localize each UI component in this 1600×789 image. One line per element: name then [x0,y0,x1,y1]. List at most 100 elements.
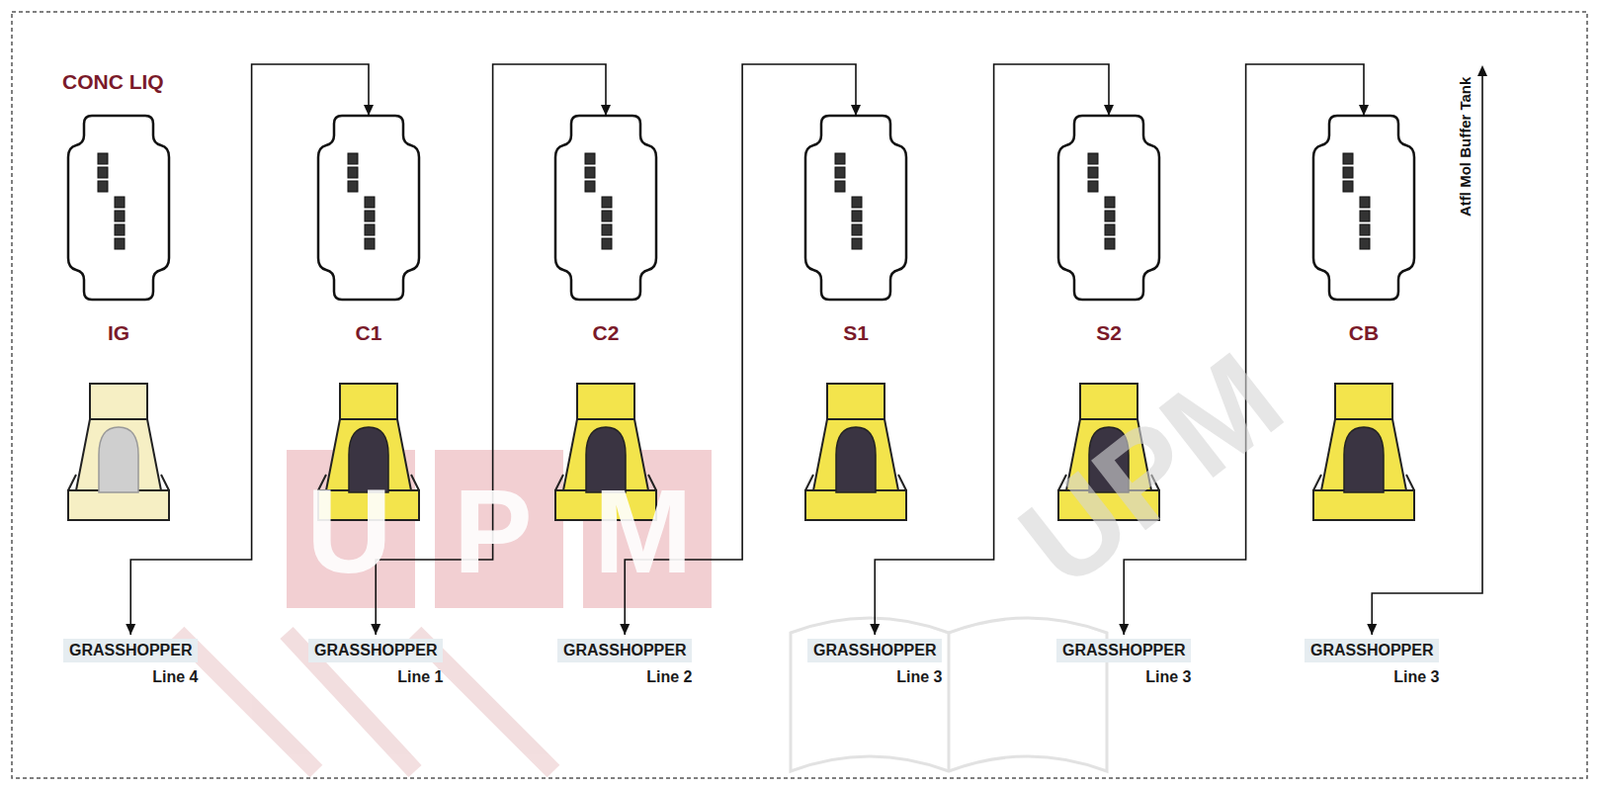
grasshopper-node: GRASSHOPPERLine 3 [807,638,942,686]
furnace-top [827,383,885,420]
vessel-node: CB [1309,113,1419,345]
vessel-shape [1313,115,1415,300]
grasshopper-name: GRASSHOPPER [1304,638,1439,663]
furnace-icon [68,383,169,520]
arrow-head [600,104,611,116]
vessel-heading: CONC LIQ [62,70,165,94]
vessel-shape [1058,115,1160,300]
electrode-square [1359,238,1370,250]
vessel-shape [805,115,907,300]
vessel-node: C1 [314,113,423,345]
grasshopper-name: GRASSHOPPER [807,638,942,663]
line-number: Line 3 [1304,662,1439,686]
electrode-square [1343,153,1353,165]
arrow-head [125,623,136,635]
electrode-square [851,196,862,208]
grasshopper-node: GRASSHOPPERLine 2 [557,638,692,686]
vessel-outline [1309,113,1419,302]
electrode-square [851,224,862,236]
furnace-chamber [1344,426,1384,493]
dashed-frame [11,11,1588,778]
arrow-head [370,623,381,635]
electrode-square [1343,167,1353,178]
vessel-label: C1 [314,321,423,345]
electrode-square [364,224,375,236]
furnace-base [805,490,907,520]
destination-label: Atfl Mol Buffer Tank [1456,77,1474,217]
vessel-label: S1 [801,321,911,345]
furnace-top [577,383,635,420]
grasshopper-node: GRASSHOPPERLine 3 [1304,638,1439,686]
electrode-square [1359,224,1370,236]
arrow-head [363,104,374,116]
electrode-square [585,153,595,165]
line-number: Line 3 [1056,662,1191,686]
electrode-square [1104,224,1115,236]
vessel-shape [318,115,420,300]
furnace-top [1335,383,1393,420]
arrow-head [619,623,630,635]
vessel-shape [68,115,169,300]
electrode-square [1088,180,1098,192]
arrow-head [1118,623,1129,635]
electrode-square [1343,180,1353,192]
line-number: Line 4 [63,662,198,686]
furnace-icon [1313,383,1415,520]
line-number: Line 3 [807,662,942,686]
line-number: Line 2 [557,662,692,686]
electrode-square [851,238,862,250]
electrode-square [1359,210,1370,222]
arrow-head [1477,65,1488,77]
electrode-square [364,238,375,250]
arrow-head [1103,104,1114,116]
grasshopper-name: GRASSHOPPER [557,638,692,663]
electrode-square [1088,153,1098,165]
electrode-square [601,224,612,236]
vessel-outline [551,113,661,302]
electrode-square [601,210,612,222]
vessel-label: C2 [551,321,661,345]
electrode-square [97,180,108,192]
electrode-square [851,210,862,222]
electrode-square [585,180,595,192]
vessel-outline [1054,113,1164,302]
vessel-node: S2 [1054,113,1164,345]
electrode-square [1104,196,1115,208]
electrode-square [1104,210,1115,222]
electrode-square [1088,167,1098,178]
vessel-node: CONC LIQIG [64,113,173,345]
electrode-square [114,210,125,222]
arrow-head [1358,104,1369,116]
grasshopper-name: GRASSHOPPER [1056,638,1191,663]
electrode-square [347,180,358,192]
electrode-square [97,153,108,165]
electrode-square [114,238,125,250]
vessel-node: C2 [551,113,661,345]
line-number: Line 1 [308,662,443,686]
electrode-square [97,167,108,178]
grasshopper-node: GRASSHOPPERLine 1 [308,638,443,686]
watermark-text: UPM [306,462,755,599]
electrode-square [114,224,125,236]
vessel-outline [64,113,173,302]
electrode-square [364,210,375,222]
arrow-head [869,623,880,635]
vessel-label: IG [64,321,173,345]
electrode-square [364,196,375,208]
electrode-square [601,238,612,250]
vessel-label: CB [1309,321,1419,345]
grasshopper-node: GRASSHOPPERLine 3 [1056,638,1191,686]
electrode-square [114,196,125,208]
electrode-square [585,167,595,178]
vessel-outline [314,113,423,302]
electrode-square [347,167,358,178]
furnace-top [89,383,148,420]
furnace-base [68,490,169,520]
electrode-square [1359,196,1370,208]
vessel-label: S2 [1054,321,1164,345]
grasshopper-node: GRASSHOPPERLine 4 [63,638,198,686]
electrode-square [1104,238,1115,250]
furnace-chamber [836,426,876,493]
electrode-square [601,196,612,208]
furnace-base [1313,490,1415,520]
